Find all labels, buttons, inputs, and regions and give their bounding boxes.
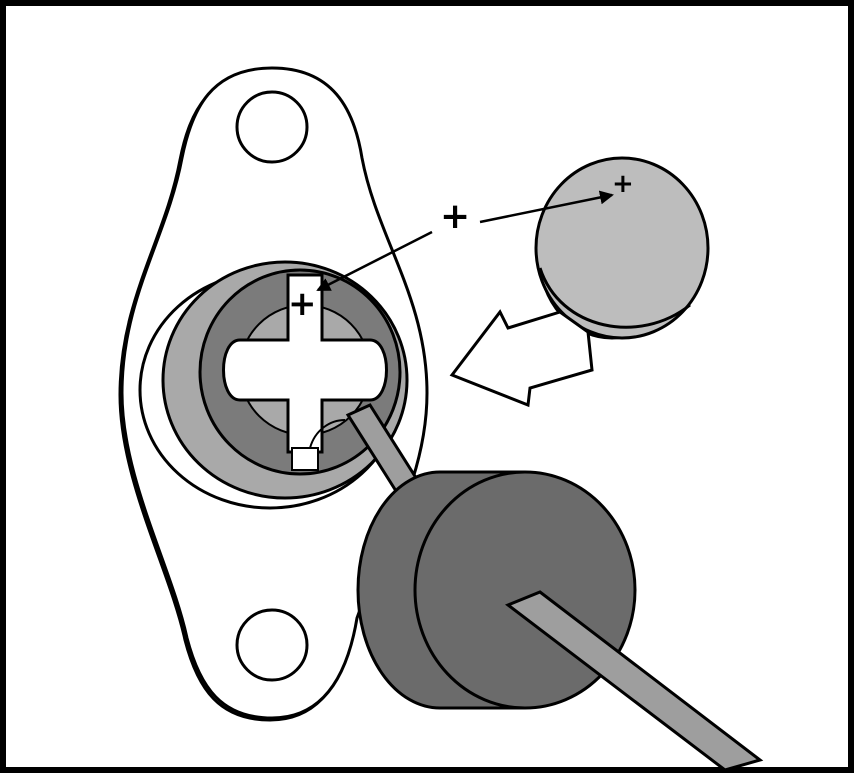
holder-polarity-sign: +: [288, 284, 317, 324]
magnet-wand: [345, 403, 764, 772]
bottom-mounting-hole: [235, 608, 309, 682]
hollow-arrow-left-icon: [449, 309, 594, 408]
arrow-icon: [316, 230, 433, 292]
contact-wire: [309, 419, 346, 449]
polarity-callout: +: [316, 190, 614, 292]
top-mounting-hole: [235, 90, 309, 164]
contact-tab: [291, 447, 319, 471]
arrow-icon: [479, 190, 614, 224]
wand-handle: [504, 590, 764, 772]
coin-battery: +: [534, 156, 710, 340]
callout-polarity-sign: +: [440, 196, 470, 237]
battery-polarity-sign: +: [612, 169, 634, 199]
battery-holder: +: [138, 260, 409, 510]
contact-clip: [222, 273, 388, 454]
